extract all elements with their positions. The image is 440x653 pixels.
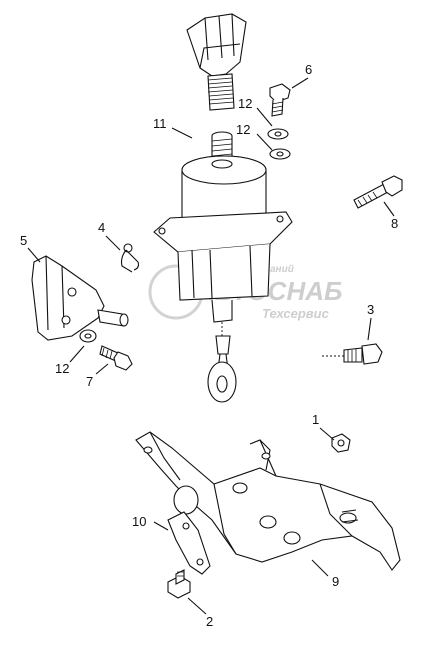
bracket-5 (31, 255, 129, 341)
callout-8: 8 (391, 216, 398, 231)
bolt-7 (99, 345, 133, 371)
callout-2: 2 (206, 614, 213, 629)
bolt-3 (322, 343, 383, 365)
callout-1: 1 (312, 412, 319, 427)
callouts: 6 12 12 11 8 4 5 12 7 3 1 10 9 2 (20, 62, 398, 629)
watermark-line3: Техсервис (262, 306, 330, 321)
callout-3: 3 (367, 302, 374, 317)
washer-12-upper (267, 128, 289, 140)
callout-13: 12 (55, 361, 69, 376)
mounting-bracket-9 (135, 431, 401, 575)
nut-1 (331, 433, 351, 453)
solenoid-stud (211, 131, 233, 161)
connector-plug (186, 13, 247, 77)
washer-13 (79, 329, 97, 343)
wire-harness (207, 73, 235, 111)
callout-5: 5 (20, 233, 27, 248)
callout-7: 7 (86, 374, 93, 389)
callout-4: 4 (98, 220, 105, 235)
bolt-2 (167, 569, 191, 599)
callout-12-lower: 12 (236, 122, 250, 137)
bolt-8 (353, 175, 403, 209)
callout-11: 11 (153, 116, 167, 131)
solenoid-body (153, 155, 293, 340)
plunger-linkage (207, 335, 237, 403)
callout-12-upper: 12 (238, 96, 252, 111)
bolt-6 (269, 83, 291, 117)
callout-10: 10 (132, 514, 146, 529)
leader-lines (27, 77, 395, 615)
callout-9: 9 (332, 574, 339, 589)
callout-6: 6 (305, 62, 312, 77)
washer-12-lower (269, 148, 291, 160)
cotter-pin-4 (120, 243, 140, 273)
